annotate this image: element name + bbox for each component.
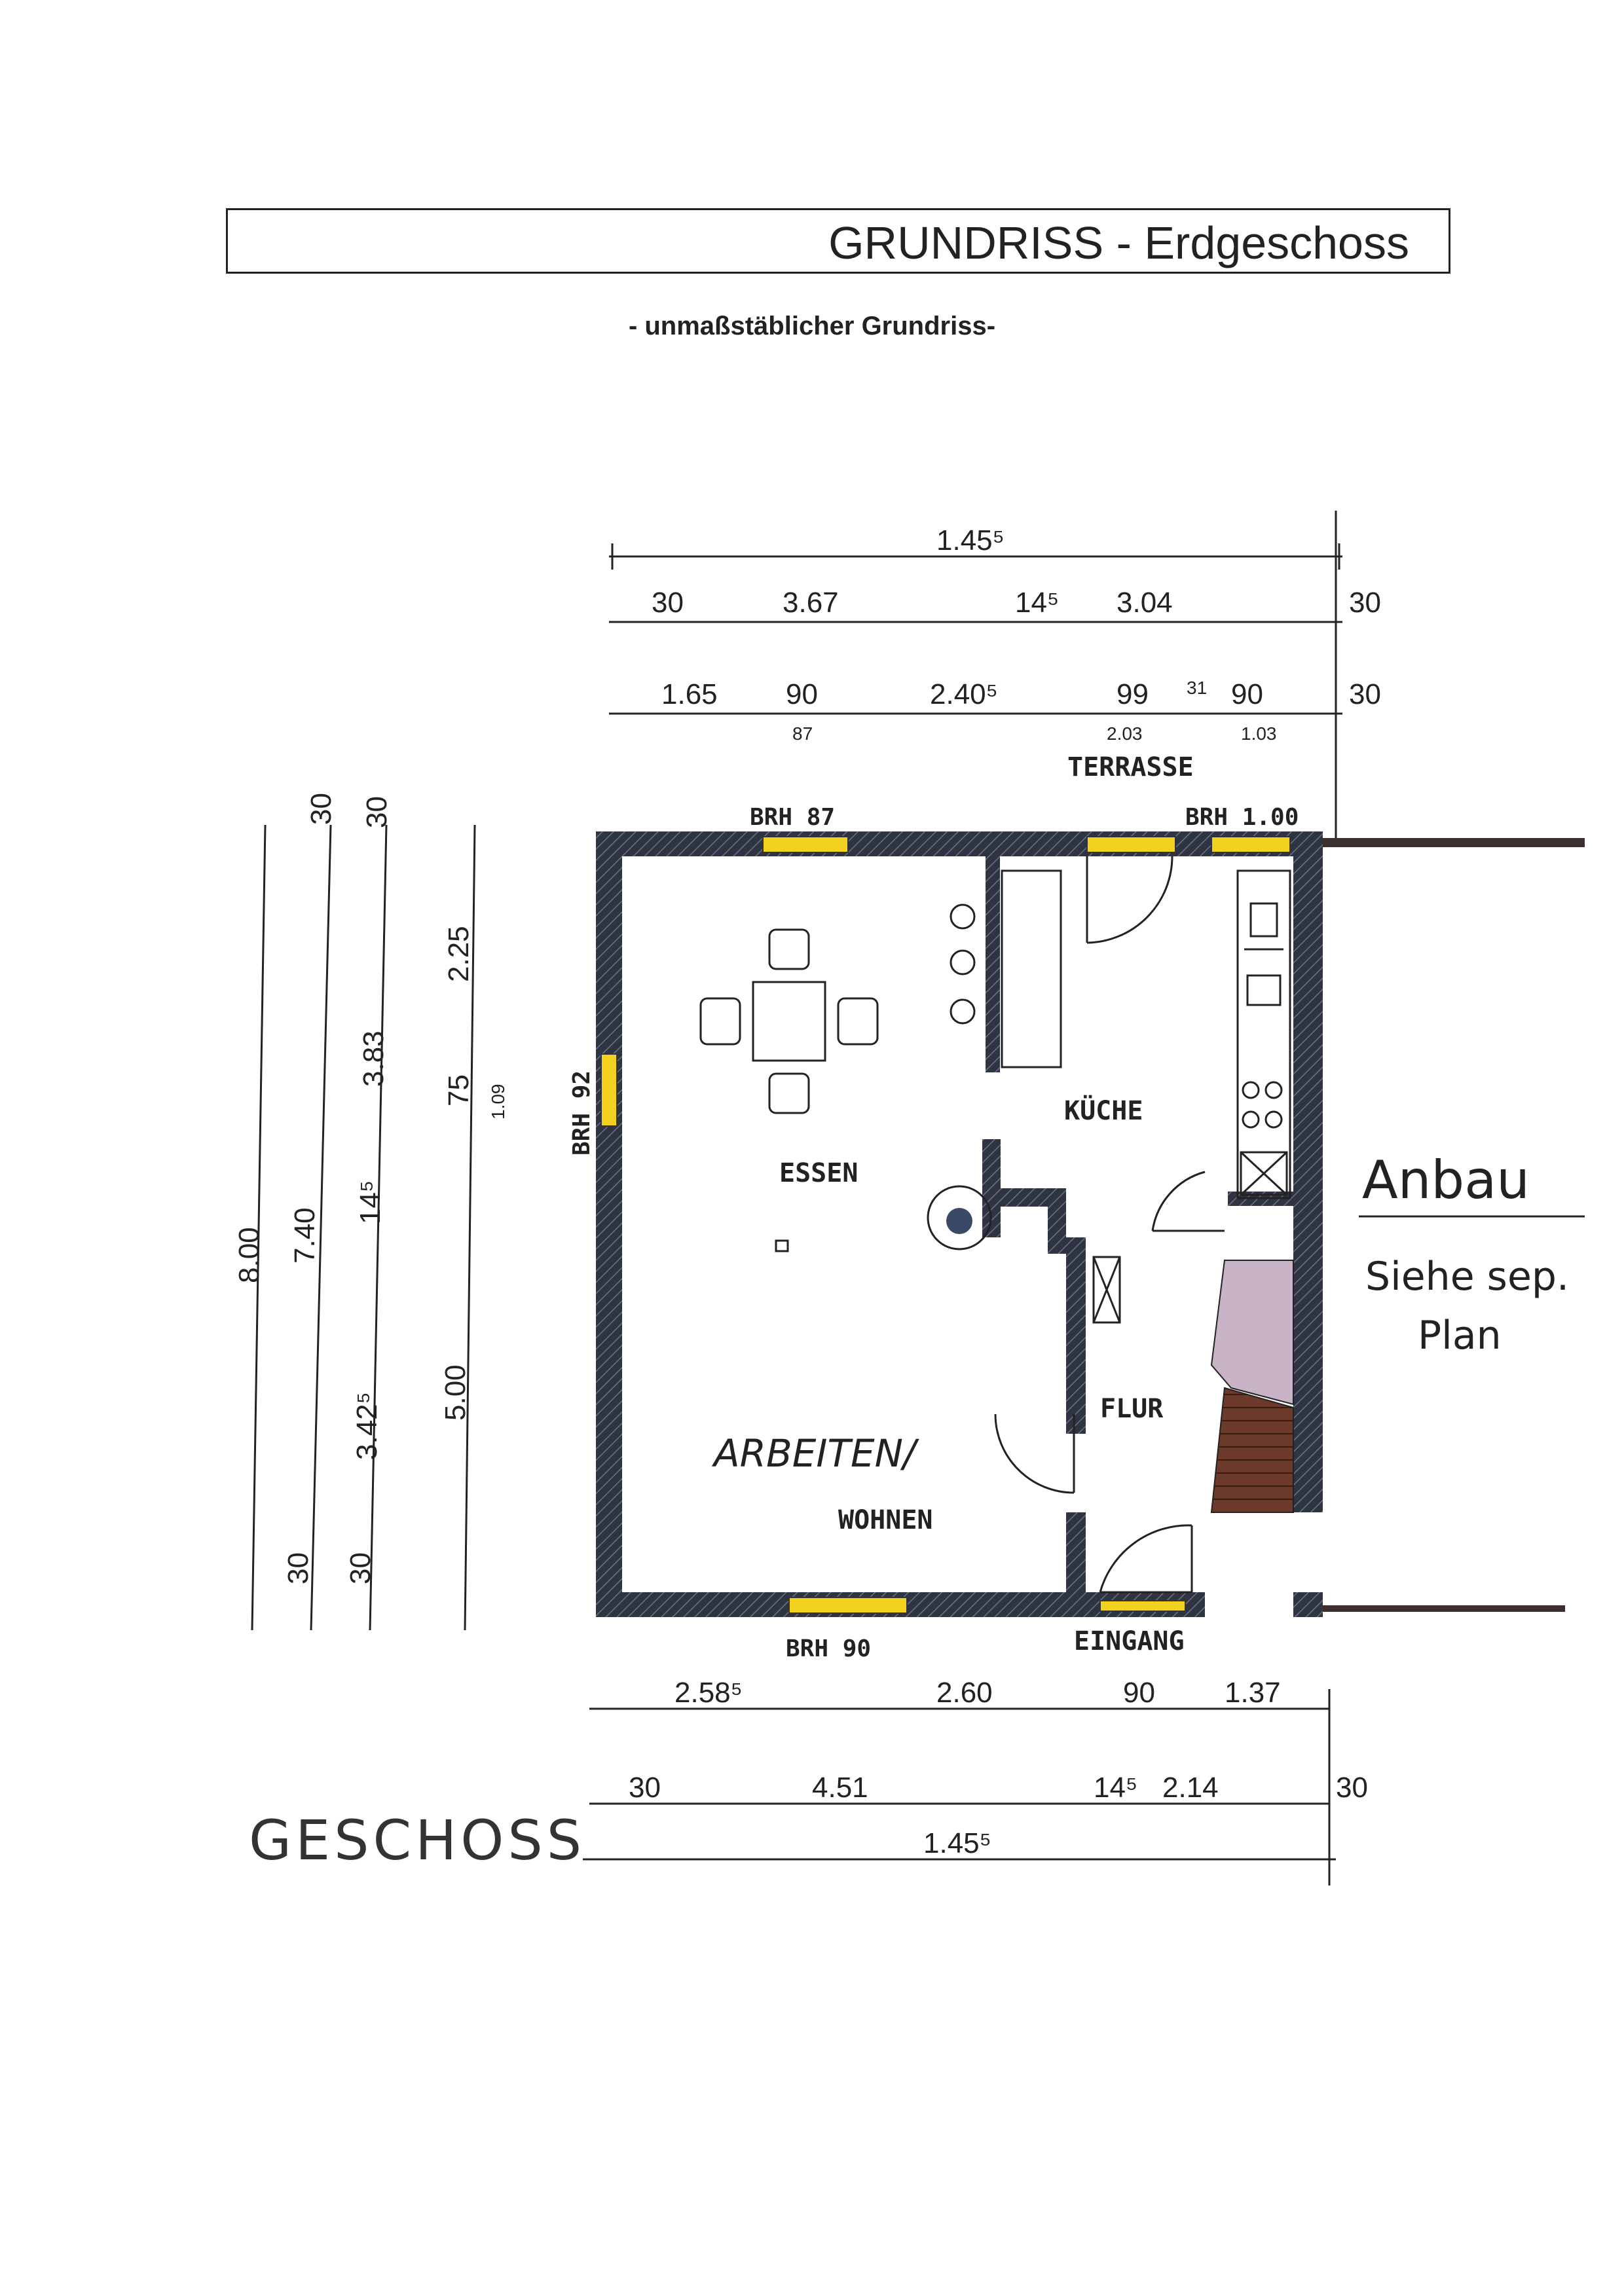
- dim-top-r3-c: 2.40⁵: [930, 678, 998, 710]
- dim-bottom-r2-d: 2.14: [1162, 1772, 1219, 1804]
- label-brh-top-left: BRH 87: [750, 804, 835, 831]
- dim-bottom-r1-c: 90: [1123, 1677, 1155, 1709]
- dim-left-4-b: 75: [443, 1074, 475, 1106]
- dim-left-1: 8.00: [233, 1227, 265, 1283]
- dim-bottom-total: 1.45⁵: [923, 1827, 991, 1859]
- window-entrance: [1099, 1600, 1186, 1612]
- dim-top-r3-d-sub: 2.03: [1107, 723, 1143, 744]
- dim-left-3-top: 30: [361, 796, 393, 828]
- dim-bottom-r2-e: 30: [1336, 1772, 1368, 1804]
- windows: [600, 836, 1291, 1614]
- dim-bottom-r2-b: 4.51: [812, 1772, 868, 1804]
- dim-left-3-a: 3.83: [358, 1030, 390, 1087]
- top-dimensions: [609, 511, 1342, 845]
- label-plan: Plan: [1418, 1313, 1502, 1358]
- kitchen-counter: [1236, 869, 1291, 1199]
- dim-left-4-a: 2.25: [443, 926, 475, 982]
- dim-top-r3-b: 90: [786, 678, 818, 710]
- dim-left-4-b-sub: 1.09: [488, 1084, 508, 1120]
- interior-walls: [982, 856, 1293, 1592]
- dim-bottom-r1-d: 1.37: [1225, 1677, 1281, 1709]
- stairs: [1210, 1260, 1294, 1513]
- dim-left-2-top: 30: [305, 793, 337, 825]
- dim-top-r3-e: 31: [1187, 678, 1207, 698]
- window-left: [600, 1053, 618, 1127]
- window-top-right-b: [1211, 836, 1291, 853]
- kitchen-island: [950, 869, 1062, 1068]
- page-title: GRUNDRISS - Erdgeschoss: [828, 217, 1409, 268]
- shaft: [1092, 1256, 1121, 1324]
- doors: [994, 856, 1225, 1594]
- bottom-dimensions: [583, 1689, 1336, 1886]
- window-bottom: [788, 1597, 908, 1614]
- dining-table: [699, 928, 879, 1114]
- dim-top-r3-b-sub: 87: [792, 723, 813, 744]
- window-top-left: [762, 836, 849, 853]
- label-geschoss: GESCHOSS: [249, 1808, 585, 1872]
- dim-top-r2-e: 30: [1349, 587, 1381, 619]
- wc: [927, 1185, 992, 1250]
- label-brh-left: BRH 92: [568, 1070, 595, 1156]
- dim-top-r3-f-sub: 1.03: [1241, 723, 1277, 744]
- dim-left-3-bot: 30: [344, 1552, 377, 1584]
- label-brh-bottom: BRH 90: [786, 1635, 871, 1662]
- label-flur: FLUR: [1100, 1394, 1164, 1424]
- dim-top-total: 1.45⁵: [936, 524, 1005, 556]
- label-siehe: Siehe sep.: [1365, 1254, 1569, 1300]
- label-kueche: KÜCHE: [1064, 1095, 1143, 1126]
- window-top-right-a: [1086, 836, 1176, 853]
- label-terrasse: TERRASSE: [1067, 752, 1194, 782]
- dim-bottom-r2-c: 14⁵: [1094, 1772, 1137, 1804]
- dim-top-r2-a: 30: [652, 587, 684, 619]
- label-eingang: EINGANG: [1074, 1626, 1185, 1656]
- dim-top-r3-g: 30: [1349, 678, 1381, 710]
- dim-left-3-c: 3.42⁵: [351, 1392, 383, 1460]
- page-subtitle: - unmaßstäblicher Grundriss-: [628, 312, 996, 340]
- dim-left-3-b: 14⁵: [354, 1180, 386, 1224]
- label-brh-top-right: BRH 1.00: [1185, 804, 1299, 831]
- terrace-lines: [1323, 838, 1585, 1612]
- label-anbau: Anbau: [1362, 1150, 1530, 1211]
- small-square-marker: [775, 1239, 789, 1252]
- dim-left-2-bot: 30: [282, 1552, 314, 1584]
- left-dim-labels: 8.00 30 7.40 30 30 3.83 14⁵ 3.42⁵ 30 2.2…: [233, 793, 508, 1584]
- dim-top-r2-c: 14⁵: [1015, 587, 1059, 619]
- dim-bottom-r2-a: 30: [629, 1772, 661, 1804]
- left-dimensions: [251, 824, 476, 1631]
- label-essen: ESSEN: [779, 1158, 858, 1188]
- dim-top-r3-a: 1.65: [661, 678, 718, 710]
- dim-left-2-mid: 7.40: [289, 1207, 321, 1264]
- dim-left-4-c: 5.00: [439, 1364, 471, 1421]
- label-wohnen: WOHNEN: [838, 1505, 933, 1535]
- label-arbeiten: ARBEITEN/: [711, 1431, 919, 1476]
- dim-top-r3-d: 99: [1116, 678, 1149, 710]
- dim-bottom-r1-b: 2.60: [936, 1677, 993, 1709]
- exterior-walls: [596, 831, 1323, 1617]
- dim-top-r2-b: 3.67: [783, 587, 839, 619]
- dim-top-r2-d: 3.04: [1116, 587, 1173, 619]
- title-box: GRUNDRISS - Erdgeschoss: [226, 208, 1450, 274]
- dim-top-r3-f: 90: [1231, 678, 1263, 710]
- dim-bottom-r1-a: 2.58⁵: [674, 1677, 743, 1709]
